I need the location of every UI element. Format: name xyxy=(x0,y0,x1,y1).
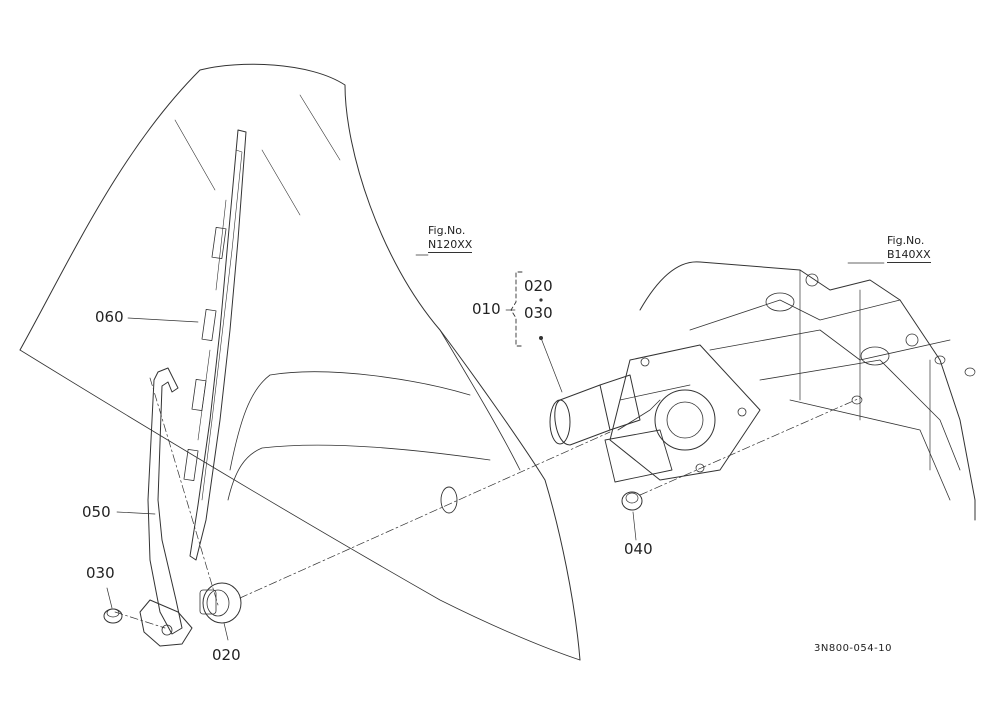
figure-ref-windscreen-code: N120XX xyxy=(428,237,473,253)
wiper-blade xyxy=(183,129,247,561)
drawing-code: 3N800-054-10 xyxy=(814,643,892,654)
assembly-center-lines xyxy=(114,377,861,629)
nut-040 xyxy=(621,491,643,511)
group-dot xyxy=(539,298,543,302)
glass-reflection-1 xyxy=(174,119,216,191)
leader-dot xyxy=(539,336,543,340)
wiper-arm xyxy=(139,367,193,647)
windscreen-inner-curve-2 xyxy=(227,444,491,501)
glass-reflection-2 xyxy=(299,94,341,161)
part-label-040: 040 xyxy=(624,540,653,558)
glass-reflection-3 xyxy=(261,149,301,216)
figure-ref-bracket: Fig.No. B140XX xyxy=(887,234,931,263)
part-label-030-lower: 030 xyxy=(86,564,115,582)
part-label-020-upper: 020 xyxy=(524,277,553,295)
group-bracket xyxy=(510,271,523,347)
part-label-010: 010 xyxy=(472,300,501,318)
windscreen-frame-line xyxy=(439,329,521,471)
figure-ref-windscreen: Fig.No. N120XX xyxy=(428,224,473,253)
part-label-060: 060 xyxy=(95,308,124,326)
part-label-030-upper: 030 xyxy=(524,304,553,322)
figure-ref-windscreen-label: Fig.No. xyxy=(428,224,466,237)
wiper-motor xyxy=(549,344,761,483)
figure-ref-bracket-label: Fig.No. xyxy=(887,234,925,247)
part-label-050: 050 xyxy=(82,503,111,521)
leader-lines xyxy=(106,254,885,641)
windscreen-outline xyxy=(19,63,581,661)
part-label-020-lower: 020 xyxy=(212,646,241,664)
nut-030-left xyxy=(103,608,123,624)
windscreen-inner-curve xyxy=(229,371,471,471)
windscreen-lower-edge xyxy=(19,349,581,661)
shaft-hole xyxy=(440,486,458,514)
grommet-020 xyxy=(199,582,242,624)
figure-ref-bracket-code: B140XX xyxy=(887,247,931,263)
